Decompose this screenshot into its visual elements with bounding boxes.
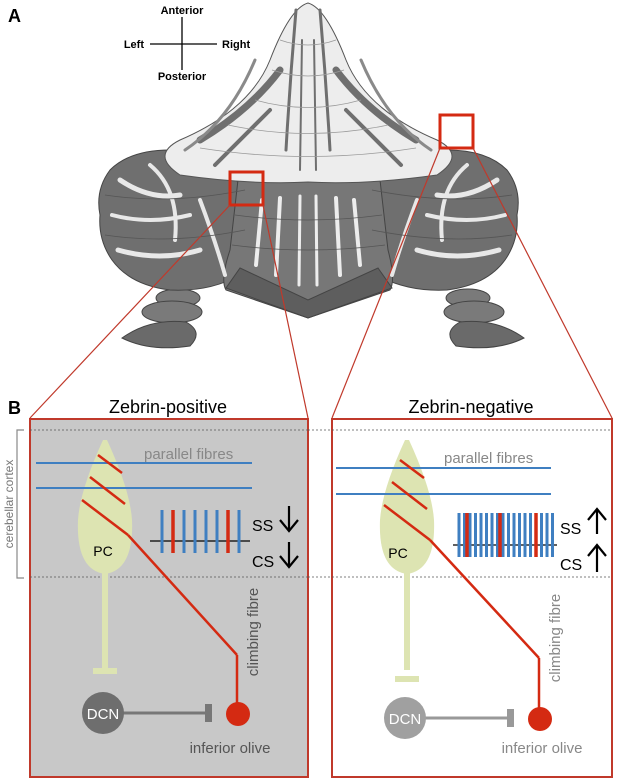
climbing-fibre-label: climbing fibre <box>547 594 564 682</box>
panel-a-label: A <box>8 6 21 26</box>
zoom-connector-lines <box>29 147 613 419</box>
compass-anterior: Anterior <box>161 5 205 17</box>
inferior-olive <box>528 707 552 731</box>
compass-posterior: Posterior <box>158 71 207 83</box>
dcn-label: DCN <box>87 706 120 723</box>
anterior-vermis <box>164 2 453 184</box>
inferior-olive-label: inferior olive <box>502 740 583 757</box>
compass-right: Right <box>222 39 250 51</box>
ss-label: SS <box>560 521 581 538</box>
highlight-box-left <box>228 170 265 207</box>
ss-label: SS <box>252 518 273 535</box>
dcn-nucleus <box>384 697 426 739</box>
zebrin-positive-title: Zebrin-positive <box>109 397 227 417</box>
dcn-terminal <box>205 704 212 722</box>
climbing-fibre <box>383 459 541 708</box>
compass-cross: Anterior Posterior Left Right <box>124 5 251 83</box>
inferior-olive-label: inferior olive <box>190 740 271 757</box>
purkinje-terminal <box>395 676 419 682</box>
parallel-fibres-label: parallel fibres <box>144 446 233 463</box>
spike-raster-negative <box>453 513 557 557</box>
arrow-up-cs <box>587 543 607 572</box>
zebrin-negative-frame <box>331 418 613 778</box>
purkinje-axon <box>404 572 410 670</box>
dcn-label: DCN <box>389 711 422 728</box>
inferior-olive <box>226 702 250 726</box>
purkinje-axon <box>102 572 108 670</box>
paraflocculus-left <box>121 288 203 349</box>
purkinje-terminal <box>93 668 117 674</box>
climbing-fibre <box>81 454 239 705</box>
paraflocculus-right <box>443 288 525 349</box>
panel-b-label: B <box>8 398 21 418</box>
arrow-down-ss <box>279 506 299 533</box>
cerebellum-illustration <box>98 2 525 349</box>
cs-label: CS <box>560 557 582 574</box>
cerebellar-cortex-bracket: cerebellar cortex <box>2 429 24 579</box>
zebrin-positive-panel: Zebrin-positive PC parallel fibres climb… <box>29 397 309 778</box>
arrow-up-ss <box>587 507 607 534</box>
dcn-nucleus <box>82 692 124 734</box>
zebrin-positive-frame <box>29 418 309 778</box>
highlight-box-right <box>438 113 475 150</box>
purkinje-cell-body <box>77 440 133 574</box>
pc-label: PC <box>388 545 407 561</box>
arrow-down-cs <box>279 542 299 569</box>
parallel-fibres-label: parallel fibres <box>444 450 533 467</box>
compass-left: Left <box>124 39 145 51</box>
spike-raster-positive <box>150 510 250 553</box>
purkinje-cell-body <box>379 440 435 574</box>
zebrin-negative-panel: Zebrin-negative PC parallel fibres climb… <box>308 397 613 778</box>
cerebellar-cortex-label: cerebellar cortex <box>2 460 16 549</box>
cs-label: CS <box>252 554 274 571</box>
climbing-fibre-label: climbing fibre <box>245 588 262 676</box>
zebrin-negative-title: Zebrin-negative <box>408 397 533 417</box>
pc-label: PC <box>93 543 112 559</box>
dcn-terminal <box>507 709 514 727</box>
